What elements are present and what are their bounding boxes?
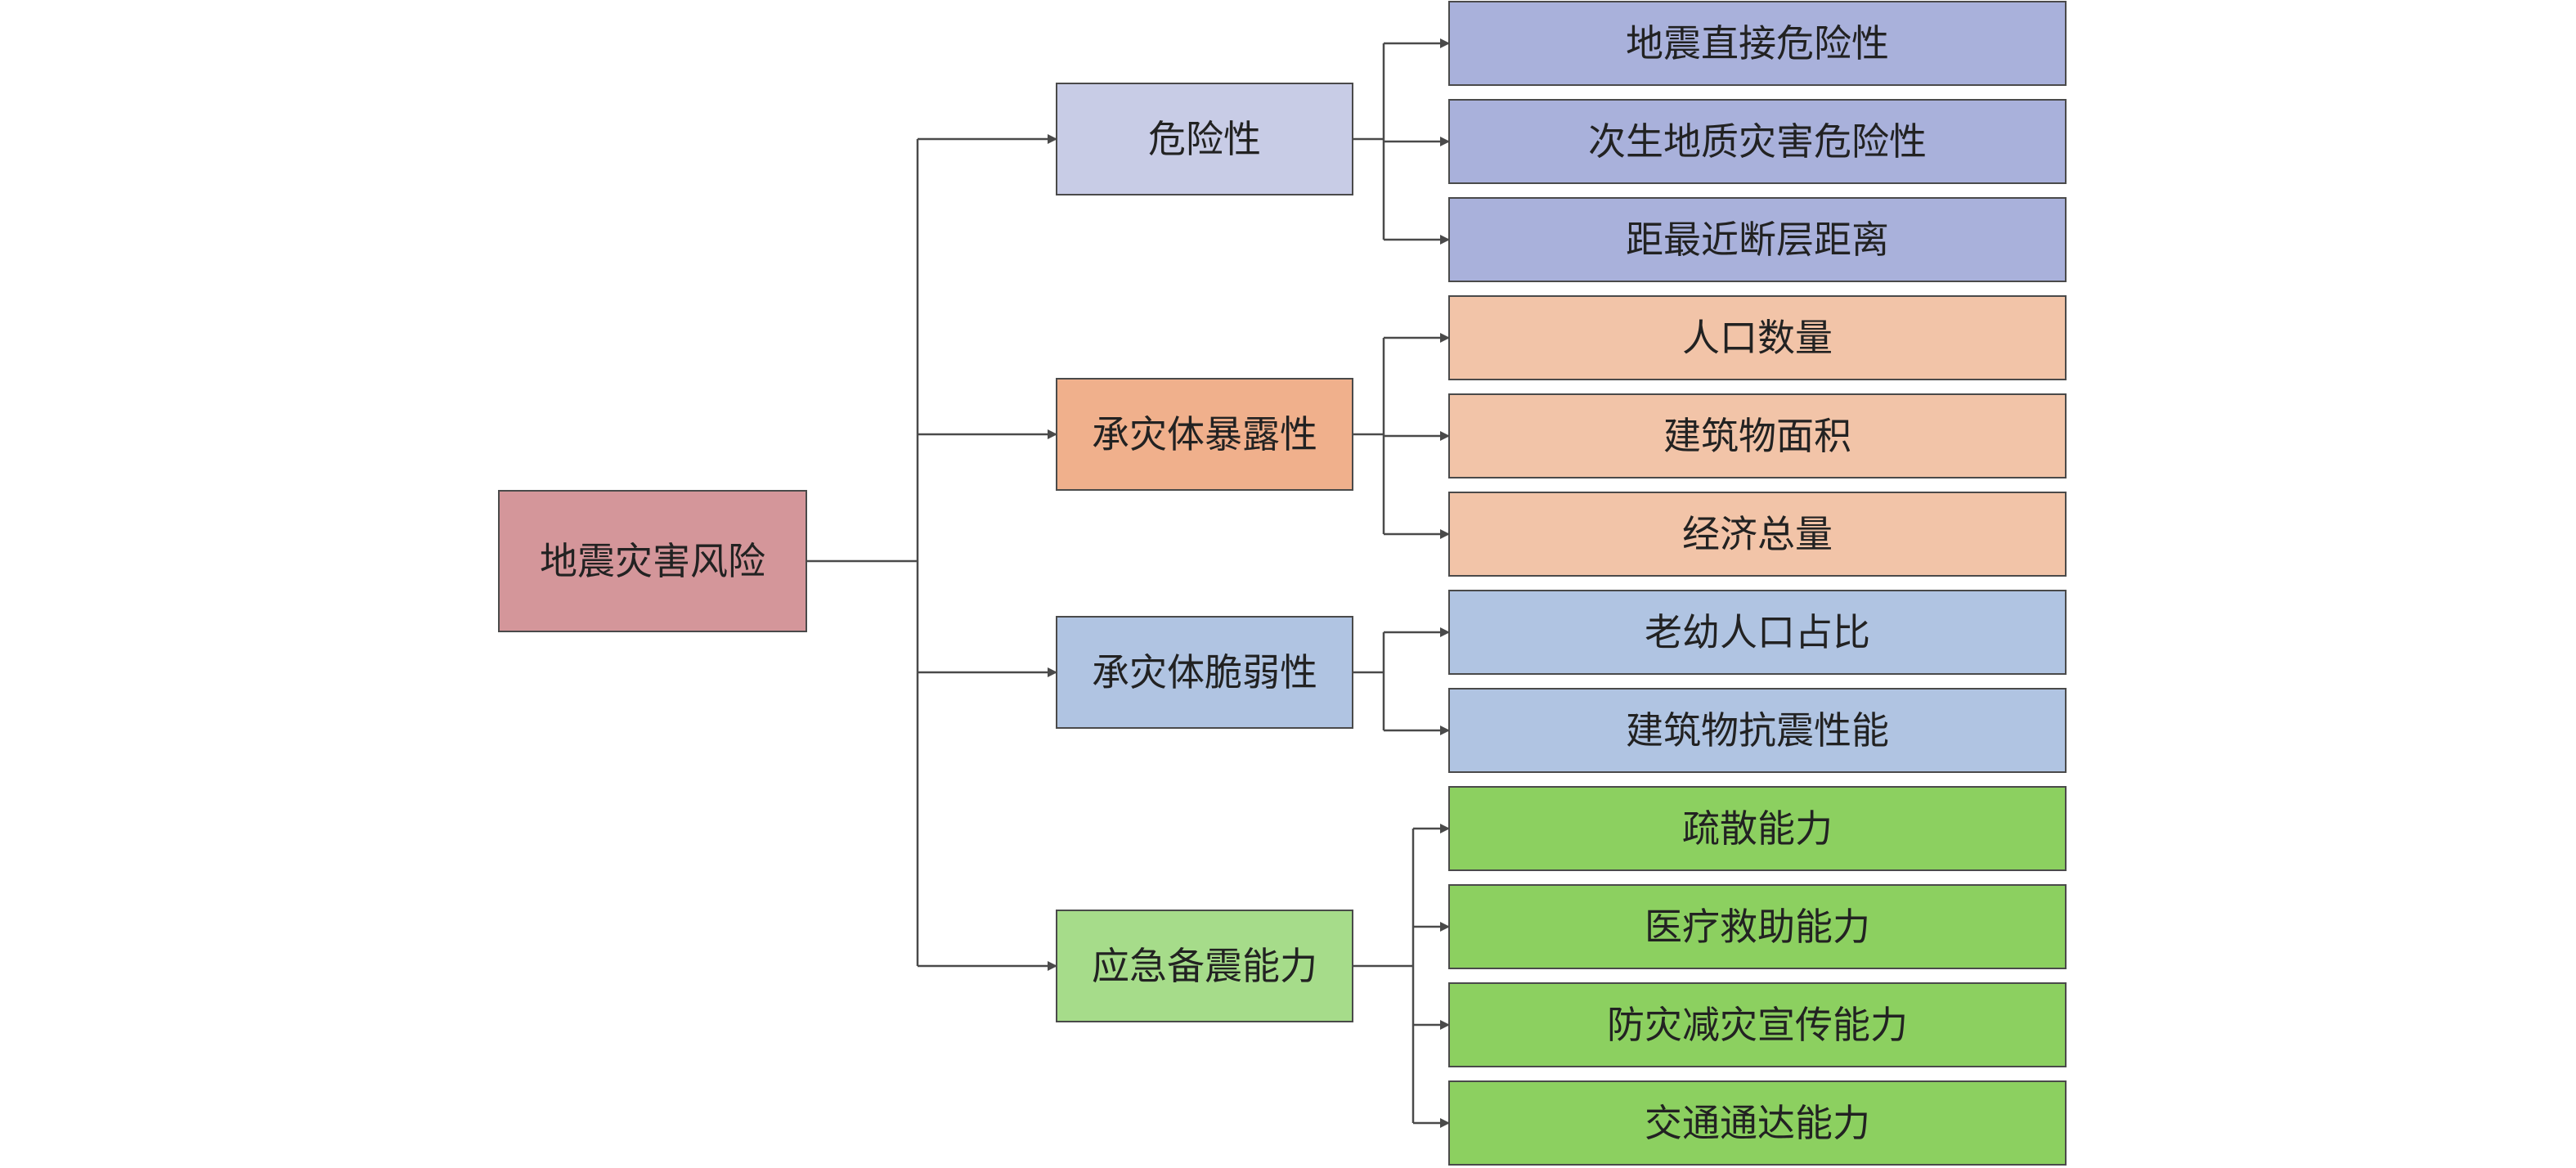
- leaf-node-1-3-rect: [1448, 197, 2067, 282]
- leaf-node-4-1: 疏散能力: [1448, 786, 2067, 871]
- category-node-3: 承灾体脆弱性: [1056, 616, 1353, 729]
- leaf-node-3-1-rect: [1448, 590, 2067, 675]
- leaf-node-4-2-rect: [1448, 884, 2067, 969]
- leaf-node-2-1-label: 人口数量: [1682, 316, 1833, 360]
- category-node-3-label: 承灾体脆弱性: [1092, 650, 1317, 694]
- leaf-node-1-3: 距最近断层距离: [1448, 197, 2067, 282]
- leaf-node-4-2-label: 医疗救助能力: [1645, 905, 1870, 949]
- leaf-node-1-1: 地震直接危险性: [1448, 1, 2067, 86]
- leaf-node-3-2-label: 建筑物抗震性能: [1626, 708, 1889, 752]
- leaf-node-1-2-rect: [1448, 99, 2067, 184]
- category-node-2: 承灾体暴露性: [1056, 378, 1353, 491]
- leaf-node-3-1-label: 老幼人口占比: [1645, 610, 1870, 654]
- leaf-node-2-1: 人口数量: [1448, 295, 2067, 380]
- category-node-1-label: 危险性: [1148, 117, 1261, 161]
- leaf-node-1-1-rect: [1448, 1, 2067, 86]
- leaf-node-1-2-label: 次生地质灾害危险性: [1588, 119, 1927, 164]
- leaf-node-4-1-rect: [1448, 786, 2067, 871]
- category-node-4: 应急备震能力: [1056, 910, 1353, 1022]
- connectors: [806, 38, 1450, 1128]
- leaf-node-4-3-rect: [1448, 982, 2067, 1067]
- leaf-node-2-1-rect: [1448, 295, 2067, 380]
- leaf-node-4-3-label: 防灾减灾宣传能力: [1607, 1003, 1908, 1047]
- leaf-node-1-3-label: 距最近断层距离: [1626, 218, 1889, 262]
- leaf-node-2-2-label: 建筑物面积: [1663, 414, 1851, 458]
- leaf-node-4-4-rect: [1448, 1080, 2067, 1166]
- leaf-node-4-4-label: 交通通达能力: [1645, 1101, 1870, 1145]
- leaf-node-2-3-rect: [1448, 492, 2067, 577]
- category-node-1: 危险性: [1056, 83, 1353, 195]
- category-node-2-rect: [1056, 378, 1353, 491]
- root-node: 地震灾害风险: [498, 490, 807, 632]
- leaf-node-2-3-label: 经济总量: [1682, 512, 1833, 556]
- leaf-node-3-2-rect: [1448, 688, 2067, 773]
- leaf-node-4-4: 交通通达能力: [1448, 1080, 2067, 1166]
- root-node-label: 地震灾害风险: [540, 539, 765, 583]
- leaf-node-3-1: 老幼人口占比: [1448, 590, 2067, 675]
- leaf-node-1-2: 次生地质灾害危险性: [1448, 99, 2067, 184]
- leaf-node-2-2-rect: [1448, 393, 2067, 478]
- leaf-node-4-2: 医疗救助能力: [1448, 884, 2067, 969]
- leaf-node-2-3: 经济总量: [1448, 492, 2067, 577]
- category-node-3-rect: [1056, 616, 1353, 729]
- leaf-node-4-3: 防灾减灾宣传能力: [1448, 982, 2067, 1067]
- category-node-1-rect: [1056, 83, 1353, 195]
- root-node-rect: [498, 490, 807, 632]
- leaf-node-2-2: 建筑物面积: [1448, 393, 2067, 478]
- leaf-node-1-1-label: 地震直接危险性: [1626, 21, 1889, 65]
- category-node-4-label: 应急备震能力: [1092, 944, 1317, 988]
- category-node-2-label: 承灾体暴露性: [1092, 412, 1317, 456]
- leaf-node-3-2: 建筑物抗震性能: [1448, 688, 2067, 773]
- category-node-4-rect: [1056, 910, 1353, 1022]
- leaf-node-4-1-label: 疏散能力: [1682, 806, 1833, 851]
